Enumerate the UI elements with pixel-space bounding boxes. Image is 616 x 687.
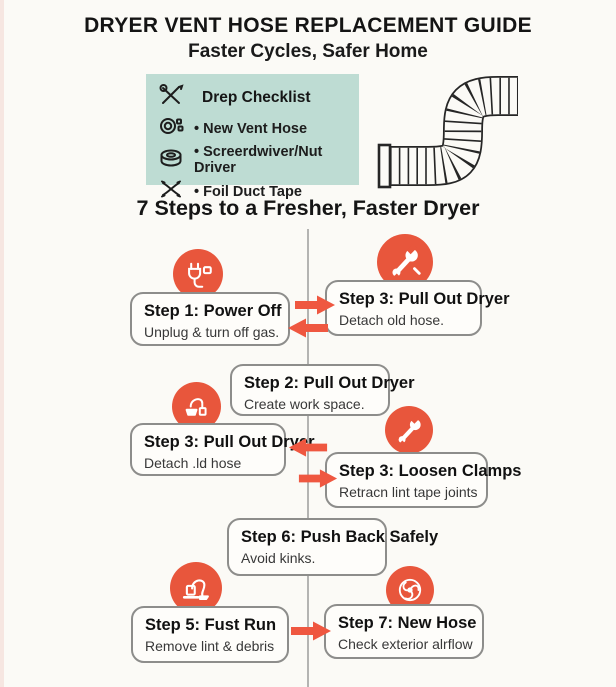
step-title: Step 5: Fust Run: [145, 616, 277, 634]
step-title: Step 3: Pull Out Dryer: [144, 433, 315, 451]
step-desc: Create work space.: [244, 395, 365, 412]
step-desc: Check exterior alrflow: [338, 635, 473, 652]
step-card-push-back-safely: Step 6: Push Back Safely Avoid kinks.: [227, 518, 439, 576]
step-title: Step 7: New Hose: [338, 614, 477, 632]
step-desc: Avoid kinks.: [241, 549, 316, 566]
step-card-fust-run: Step 5: Fust Run Remove lint & debris: [131, 606, 289, 663]
step-title: Step 2: Pull Out Dryer: [244, 374, 415, 392]
left-edge-tint: [0, 0, 4, 687]
checklist-title: Drep Checklist: [202, 88, 311, 106]
crossed-drivers-icon: [158, 176, 184, 207]
vacuum-icon: [170, 562, 222, 614]
vacuum-icon: [172, 382, 221, 431]
step-card-loosen-clamps: Step 3: Loosen Clamps Retracn lint tape …: [325, 452, 522, 508]
arrow-left-icon: [287, 437, 329, 463]
timeline-line: [307, 229, 309, 687]
step-card-pull-out-dryer-right: Step 3: Pull Out Dryer Detach old hose.: [325, 280, 510, 336]
checklist-item: • Foil Duct Tape: [158, 176, 349, 207]
step-desc: Unplug & turn off gas.: [144, 323, 280, 340]
coil-hose-icon: [158, 113, 184, 144]
duct-hose-illustration: [366, 66, 524, 197]
step-desc: Detach .ld hose: [144, 454, 242, 471]
step-card-new-hose: Step 7: New Hose Check exterior alrflow: [324, 604, 484, 659]
checklist-item: • New Vent Hose: [158, 113, 349, 144]
crossed-tools-icon: [158, 82, 184, 113]
arrow-right-icon: [297, 468, 339, 494]
step-desc: Detach old hose.: [339, 311, 445, 328]
checklist-item-label: • Foil Duct Tape: [194, 183, 302, 200]
step-card-pull-out-dryer-left: Step 3: Pull Out Dryer Detach .ld hose: [130, 423, 315, 476]
tape-roll-icon: [158, 145, 184, 176]
prep-checklist-panel: Drep Checklist • New Vent Hose • Screerd…: [146, 74, 359, 200]
step-title: Step 1: Power Off: [144, 302, 282, 320]
checklist-item: • Screerdwiver/Nut Driver: [158, 144, 349, 176]
arrow-right-icon: [293, 294, 337, 321]
checklist-item-label: • Screerdwiver/Nut Driver: [194, 144, 323, 176]
checklist-item-label: • New Vent Hose: [194, 120, 308, 137]
wrench-icon: [385, 406, 433, 454]
arrow-left-icon: [286, 317, 330, 344]
checklist-header: Drep Checklist: [158, 82, 349, 113]
step-title: Step 3: Pull Out Dryer: [339, 290, 510, 308]
step-title: Step 3: Loosen Clamps: [339, 462, 522, 480]
step-desc: Remove lint & debris: [145, 637, 275, 654]
arrow-right-icon: [289, 620, 333, 647]
page-title: DRYER VENT HOSE REPLACEMENT GUIDE: [84, 14, 532, 37]
plug-icon: [173, 249, 223, 299]
step-card-pull-out-dryer-center: Step 2: Pull Out Dryer Create work space…: [230, 364, 415, 416]
step-desc: Retracn lint tape joints: [339, 483, 478, 500]
page-subtitle: Faster Cycles, Safer Home: [188, 41, 428, 62]
steps-heading: 7 Steps to a Fresher, Faster Dryer: [136, 196, 480, 220]
step-title: Step 6: Push Back Safely: [241, 528, 439, 546]
step-card-power-off: Step 1: Power Off Unplug & turn off gas.: [130, 292, 290, 346]
